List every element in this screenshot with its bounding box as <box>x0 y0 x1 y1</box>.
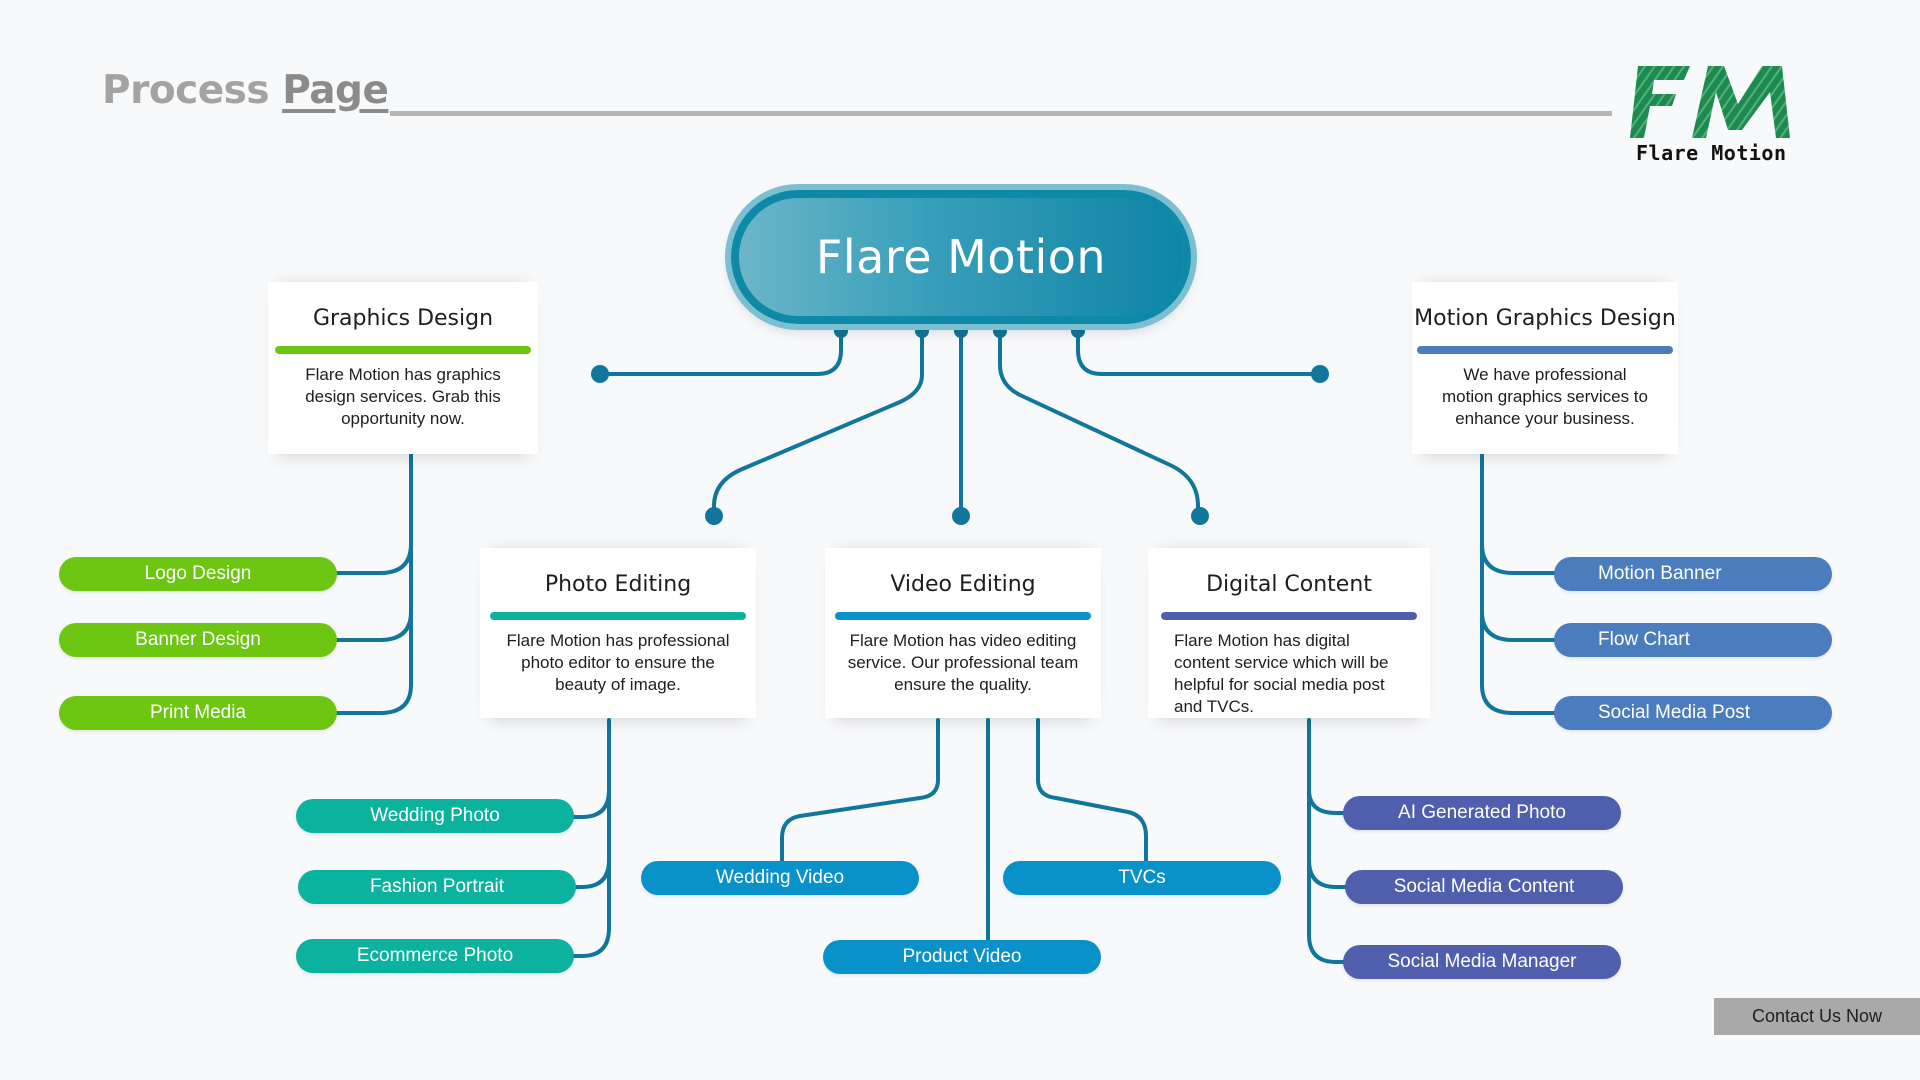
card-underline <box>275 346 531 354</box>
card-title: Photo Editing <box>544 572 692 597</box>
card-video-editing: Video Editing Flare Motion has video edi… <box>825 548 1101 718</box>
card-description: Flare Motion has digital content service… <box>1174 631 1389 716</box>
card-motion-graphics-design: Motion Graphics Design We have professio… <box>1412 282 1678 454</box>
card-underline <box>1417 346 1673 354</box>
service-wedding-photo[interactable]: Wedding Photo <box>296 799 574 833</box>
service-flow-chart[interactable]: Flow Chart <box>1554 623 1832 657</box>
header-divider <box>390 111 1612 116</box>
hub-title: Flare Motion <box>815 230 1107 284</box>
card-underline <box>1161 612 1417 620</box>
flare-motion-logo <box>1630 66 1790 138</box>
service-social-media-manager[interactable]: Social Media Manager <box>1343 945 1621 979</box>
service-product-video[interactable]: Product Video <box>823 940 1101 974</box>
card-description: Flare Motion has graphics design service… <box>305 365 501 428</box>
service-social-media-content[interactable]: Social Media Content <box>1345 870 1623 904</box>
service-social-media-post[interactable]: Social Media Post <box>1554 696 1832 730</box>
service-banner-design[interactable]: Banner Design <box>59 623 337 657</box>
card-description: Flare Motion has video editing service. … <box>847 631 1079 694</box>
card-title: Motion Graphics Design <box>1414 306 1676 331</box>
card-description: Flare Motion has professional photo edit… <box>506 631 730 694</box>
card-underline <box>835 612 1091 620</box>
card-title: Video Editing <box>890 572 1036 597</box>
service-ai-generated-photo[interactable]: AI Generated Photo <box>1343 796 1621 830</box>
card-graphics-design: Graphics Design Flare Motion has graphic… <box>268 282 538 454</box>
page-title-word-1: Process <box>102 68 270 113</box>
service-motion-banner[interactable]: Motion Banner <box>1554 557 1832 591</box>
service-ecommerce-photo[interactable]: Ecommerce Photo <box>296 939 574 973</box>
service-logo-design[interactable]: Logo Design <box>59 557 337 591</box>
card-title: Graphics Design <box>312 306 494 331</box>
card-digital-content: Digital Content Flare Motion has digital… <box>1148 548 1430 718</box>
card-photo-editing: Photo Editing Flare Motion has professio… <box>480 548 756 718</box>
page-title-word-2: Page <box>282 68 389 113</box>
service-print-media[interactable]: Print Media <box>59 696 337 730</box>
service-wedding-video[interactable]: Wedding Video <box>641 861 919 895</box>
central-hub: Flare Motion <box>731 190 1191 324</box>
card-description: We have professional motion graphics ser… <box>1442 365 1648 428</box>
service-fashion-portrait[interactable]: Fashion Portrait <box>298 870 576 904</box>
page-title: Process Page <box>102 64 389 118</box>
service-tvcs[interactable]: TVCs <box>1003 861 1281 895</box>
logo-wordmark: Flare Motion <box>1636 141 1787 165</box>
contact-us-button[interactable]: Contact Us Now <box>1714 998 1920 1035</box>
card-title: Digital Content <box>1206 572 1372 597</box>
card-underline <box>490 612 746 620</box>
